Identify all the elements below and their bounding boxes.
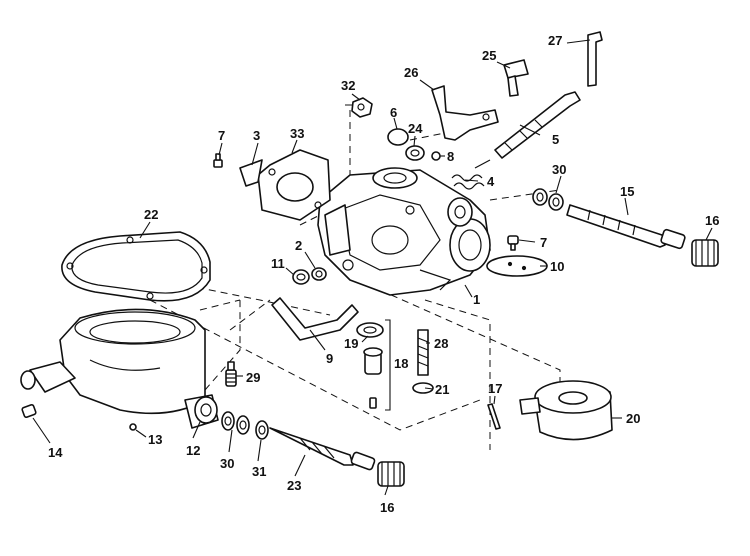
part-22-gasket (61, 231, 211, 302)
part-32-nut (351, 97, 373, 118)
callout-11: 11 (271, 256, 285, 271)
part-1-carburetor-body (317, 167, 491, 296)
callout-13: 13 (148, 432, 162, 447)
callout-15: 15 (620, 184, 634, 199)
callout-23: 23 (287, 478, 301, 493)
callout-32: 32 (341, 78, 355, 93)
part-27-link (587, 31, 603, 87)
callout-27: 27 (548, 33, 562, 48)
part-26-throttle-lever (431, 85, 499, 141)
part-9-link (271, 297, 359, 341)
part-10-throttle-plate (486, 255, 548, 277)
callout-24: 24 (408, 121, 423, 136)
washers-upper (532, 188, 564, 211)
callout-18: 18 (394, 356, 408, 371)
callout-3: 3 (253, 128, 260, 143)
part-8-ball (431, 151, 441, 161)
part-16-nut-upper (691, 239, 719, 267)
part-12-float-bowl (20, 308, 219, 429)
callout-22: 22 (144, 207, 158, 222)
part-15-needle (566, 204, 686, 250)
part-7-screw-a (213, 153, 223, 168)
callout-17: 17 (488, 381, 502, 396)
callout-12: 12 (186, 443, 200, 458)
callout-31: 31 (252, 464, 266, 479)
callout-19: 19 (344, 336, 358, 351)
callout-16b: 16 (380, 500, 394, 515)
part-33-gasket (257, 149, 331, 221)
callout-6: 6 (390, 105, 397, 120)
part-6-welch-plug (387, 128, 409, 146)
callout-28: 28 (434, 336, 448, 351)
part-14-plug (21, 404, 37, 418)
washers-11-2 (292, 267, 327, 285)
part-16-nut-lower (377, 461, 405, 487)
callout-4: 4 (487, 174, 495, 189)
callout-16a: 16 (705, 213, 719, 228)
callout-1: 1 (473, 292, 480, 307)
jet-assembly (356, 319, 434, 411)
callout-10: 10 (550, 259, 564, 274)
leader-lines (32, 39, 713, 496)
callout-5: 5 (552, 132, 559, 147)
callout-30a: 30 (220, 456, 234, 471)
part-24-washer (405, 145, 425, 161)
callout-14: 14 (48, 445, 63, 460)
callout-7a: 7 (218, 128, 225, 143)
callout-26: 26 (404, 65, 418, 80)
callout-7b: 7 (540, 235, 547, 250)
callout-33: 33 (290, 126, 304, 141)
callout-9: 9 (326, 351, 333, 366)
callout-30b: 30 (552, 162, 566, 177)
part-20-float (519, 380, 613, 441)
washers-lower (221, 411, 269, 440)
part-25-screw (503, 59, 529, 97)
callout-labels: 1 2 3 4 5 6 7 7 8 9 10 11 12 13 14 15 16… (48, 33, 719, 515)
part-29-screw (225, 361, 237, 387)
callout-20: 20 (626, 411, 640, 426)
part-7-screw-b (507, 235, 519, 251)
part-3-plug (239, 159, 263, 187)
callout-25: 25 (482, 48, 496, 63)
part-13-ball (129, 423, 137, 431)
callout-21: 21 (435, 382, 449, 397)
callout-8: 8 (447, 149, 454, 164)
part-23-needle (269, 427, 376, 471)
part-5-shaft (494, 91, 581, 159)
callout-29: 29 (246, 370, 260, 385)
part-17-pin (487, 403, 501, 430)
part-4-spring (451, 159, 491, 190)
callout-2: 2 (295, 238, 302, 253)
